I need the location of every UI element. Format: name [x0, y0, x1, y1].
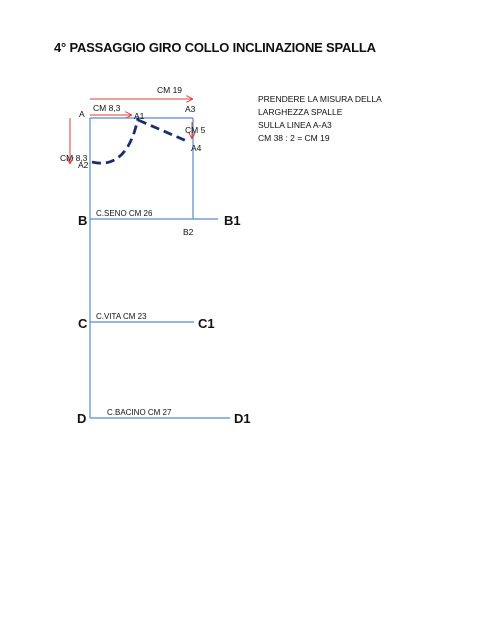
point-label-a: A	[79, 109, 85, 119]
note-line: SULLA LINEA A-A3	[258, 120, 332, 130]
point-label-b1: B1	[224, 213, 241, 228]
line-label-seno: C.SENO CM 26	[96, 209, 153, 218]
measure-label-cm5: CM 5	[185, 125, 206, 135]
point-label-a1: A1	[134, 111, 145, 121]
line-label-vita: C.VITA CM 23	[96, 312, 147, 321]
point-label-a2: A2	[78, 160, 89, 170]
line-label-bacino: C.BACINO CM 27	[107, 408, 172, 417]
measure-label-cm19: CM 19	[157, 85, 182, 95]
point-label-c1: C1	[198, 316, 215, 331]
instruction-note: PRENDERE LA MISURA DELLA LARGHEZZA SPALL…	[258, 93, 382, 145]
measure-label-cm83-h: CM 8,3	[93, 103, 121, 113]
neckline-curve	[91, 117, 140, 165]
point-label-d1: D1	[234, 411, 251, 426]
page-title: 4° PASSAGGIO GIRO COLLO INCLINAZIONE SPA…	[54, 40, 376, 55]
point-label-d: D	[77, 411, 86, 426]
point-label-b: B	[78, 213, 87, 228]
shoulder-slope-line	[137, 118, 190, 144]
note-line: LARGHEZZA SPALLE	[258, 107, 343, 117]
note-line: CM 38 : 2 = CM 19	[258, 133, 330, 143]
point-label-c: C	[78, 316, 88, 331]
point-label-a3: A3	[185, 104, 196, 114]
note-line: PRENDERE LA MISURA DELLA	[258, 94, 382, 104]
point-label-b2: B2	[183, 227, 194, 237]
measure-label-cm83-v: CM 8,3	[60, 153, 88, 163]
point-label-a4: A4	[191, 143, 202, 153]
